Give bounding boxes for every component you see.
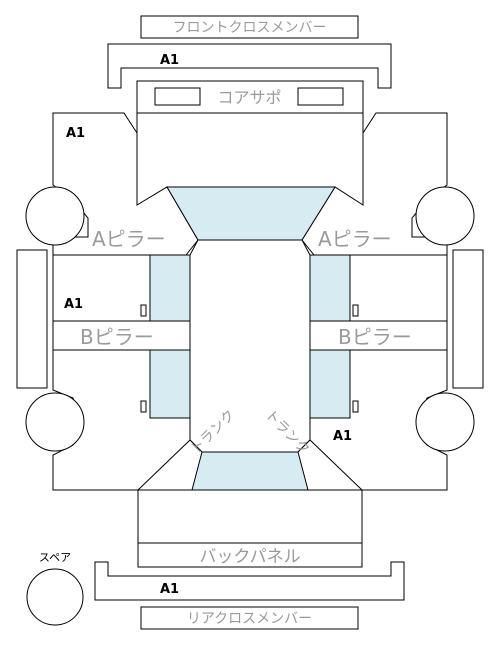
back-panel[interactable] (137, 542, 363, 568)
front-cross-member-label-box (140, 15, 359, 39)
spare-label: スペア (39, 551, 71, 564)
front-left-wheel[interactable] (25, 186, 85, 246)
rear-window[interactable] (191, 451, 309, 491)
front-cross-member-grade: A1 (160, 53, 179, 68)
front-right-wheel[interactable] (415, 186, 475, 246)
rear-cross-member-label-box (140, 606, 359, 630)
left-front-window[interactable] (149, 254, 191, 322)
right-rear-door-handle (352, 400, 359, 413)
left-front-door-handle (140, 304, 147, 317)
trunk-lid[interactable] (137, 489, 363, 544)
core-support-right-slot (297, 87, 344, 106)
right-rear-grade: A1 (333, 429, 352, 444)
front-cross-member[interactable] (107, 43, 392, 89)
right-front-window[interactable] (309, 254, 351, 322)
core-support-left-slot (154, 87, 201, 106)
rear-right-wheel[interactable] (415, 392, 475, 452)
core-support-label: コアサポ (217, 88, 281, 107)
a-pillar-left-label: Aピラー (92, 227, 166, 251)
b-pillar-right-label: Bピラー (338, 325, 412, 349)
left-front-fender-grade: A1 (66, 126, 85, 141)
right-rear-window[interactable] (309, 349, 351, 419)
b-pillar-left-label: Bピラー (80, 325, 154, 349)
right-front-door-handle (352, 304, 359, 317)
rear-cross-member-grade: A1 (160, 582, 179, 597)
left-rear-window[interactable] (149, 349, 191, 419)
rear-cross-member-label: リアクロスメンバー (187, 611, 312, 627)
left-door-grade: A1 (64, 297, 83, 312)
left-rocker-panel[interactable] (16, 249, 48, 389)
rear-cross-member[interactable] (94, 561, 405, 601)
back-panel-label: バックパネル (199, 547, 300, 567)
rear-left-wheel[interactable] (25, 392, 85, 452)
left-rear-door-handle (140, 400, 147, 413)
spare-tire[interactable] (26, 568, 84, 626)
front-cross-member-label: フロントクロスメンバー (173, 20, 327, 36)
roof[interactable] (189, 239, 311, 453)
a-pillar-right-label: Aピラー (318, 227, 392, 251)
core-support[interactable] (136, 80, 364, 114)
right-rocker-panel[interactable] (452, 249, 484, 389)
